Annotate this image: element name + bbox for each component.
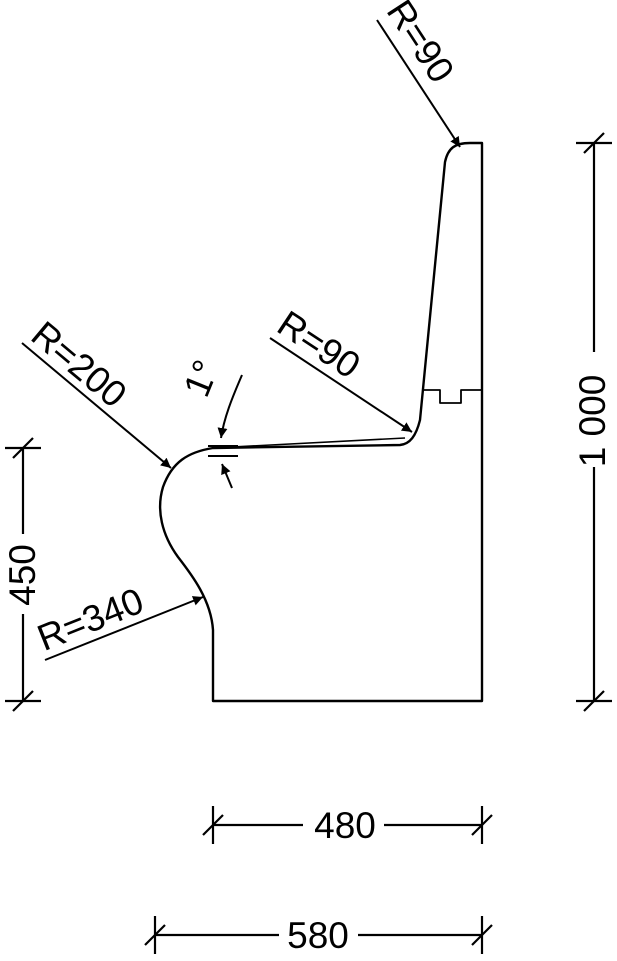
radius-front-lower-label: R=340 xyxy=(32,580,149,659)
leader-radius-front-lower xyxy=(44,596,204,661)
dimension-seat-depth xyxy=(202,806,493,844)
dimension-overall-depth xyxy=(144,916,493,954)
dimension-overall-height-label: 1 000 xyxy=(572,375,613,468)
radius-backrest-top-label: R=90 xyxy=(379,0,462,90)
dimension-overall-height xyxy=(576,132,612,712)
leader-radius-seat-front xyxy=(21,342,172,469)
angle-label: 1° xyxy=(176,354,227,402)
dimension-seat-height-label: 450 xyxy=(2,544,43,606)
leader-radius-backrest-top xyxy=(376,19,461,148)
dimension-seat-depth-label: 480 xyxy=(314,805,376,846)
dimension-seat-height xyxy=(5,437,41,712)
radius-seat-back-label: R=90 xyxy=(270,303,367,387)
angle-dimension xyxy=(208,374,243,489)
bench-outline xyxy=(159,141,484,703)
bench-body-outline xyxy=(159,141,484,703)
backrest-notch xyxy=(424,389,482,404)
leader-radius-seat-back xyxy=(269,337,413,433)
seat-taper-line xyxy=(212,437,406,449)
dimension-overall-depth-label: 580 xyxy=(287,915,349,956)
radius-seat-front-label: R=200 xyxy=(24,313,135,415)
